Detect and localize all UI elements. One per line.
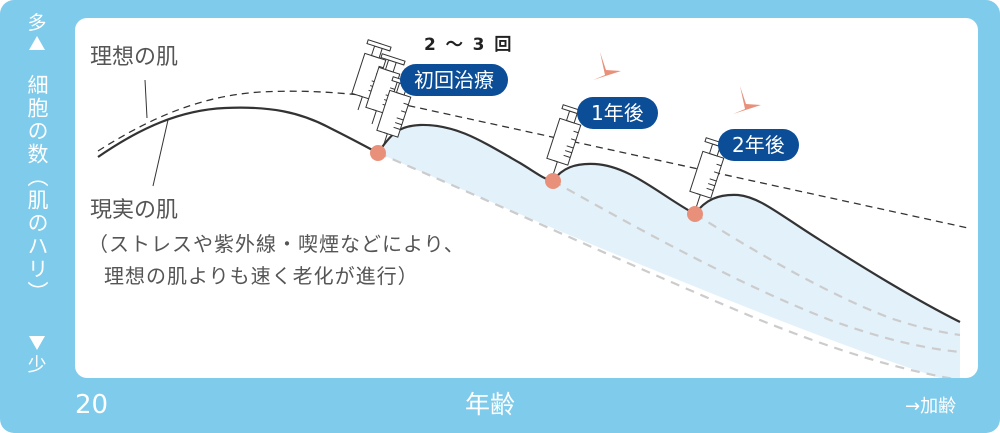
treatment-dot [370,145,386,161]
initial-treatment-pill: 初回治療 [400,64,508,96]
triangle-up-icon [29,36,45,50]
triangle-down-icon [29,336,45,350]
projection-line-3 [694,213,961,337]
y-axis-top-label: 多 [27,12,47,34]
ideal-leader-line [144,79,148,119]
projection-line-2 [552,180,961,354]
arrowhead-icon [593,52,621,80]
y-axis-bottom-label: 少 [27,354,47,376]
x-axis-end: →加齢 [905,396,957,417]
real-leader-line [152,119,169,187]
one-year-later-pill: 1年後 [577,97,658,129]
x-axis-start: 20 [75,390,109,420]
treatment-count-label: 2 〜 3 回 [424,35,514,55]
x-axis-label: 年齢 [465,390,516,419]
y-axis-bottom: 少 [22,336,52,376]
arrowhead-icon [733,86,761,114]
ideal-skin-label: 理想の肌 [90,45,179,70]
y-axis-label: 細胞の数（肌のハリ） [25,74,49,304]
real-skin-note-line1: （ストレスや紫外線・喫煙などにより、 [88,232,465,256]
y-axis-top: 多 [22,12,52,50]
real-skin-label: 現実の肌 [90,198,179,223]
y-axis: 多 細胞の数（肌のハリ） 少 [0,0,75,433]
ideal-skin-line [97,90,969,229]
treatment-effect-area [378,124,960,378]
treatment-dot [545,173,561,189]
treatment-dot [687,206,703,222]
two-years-later-pill: 2年後 [718,129,799,161]
real-skin-note-line2: 理想の肌よりも速く老化が進行） [104,264,419,288]
real-skin-line [97,106,961,323]
